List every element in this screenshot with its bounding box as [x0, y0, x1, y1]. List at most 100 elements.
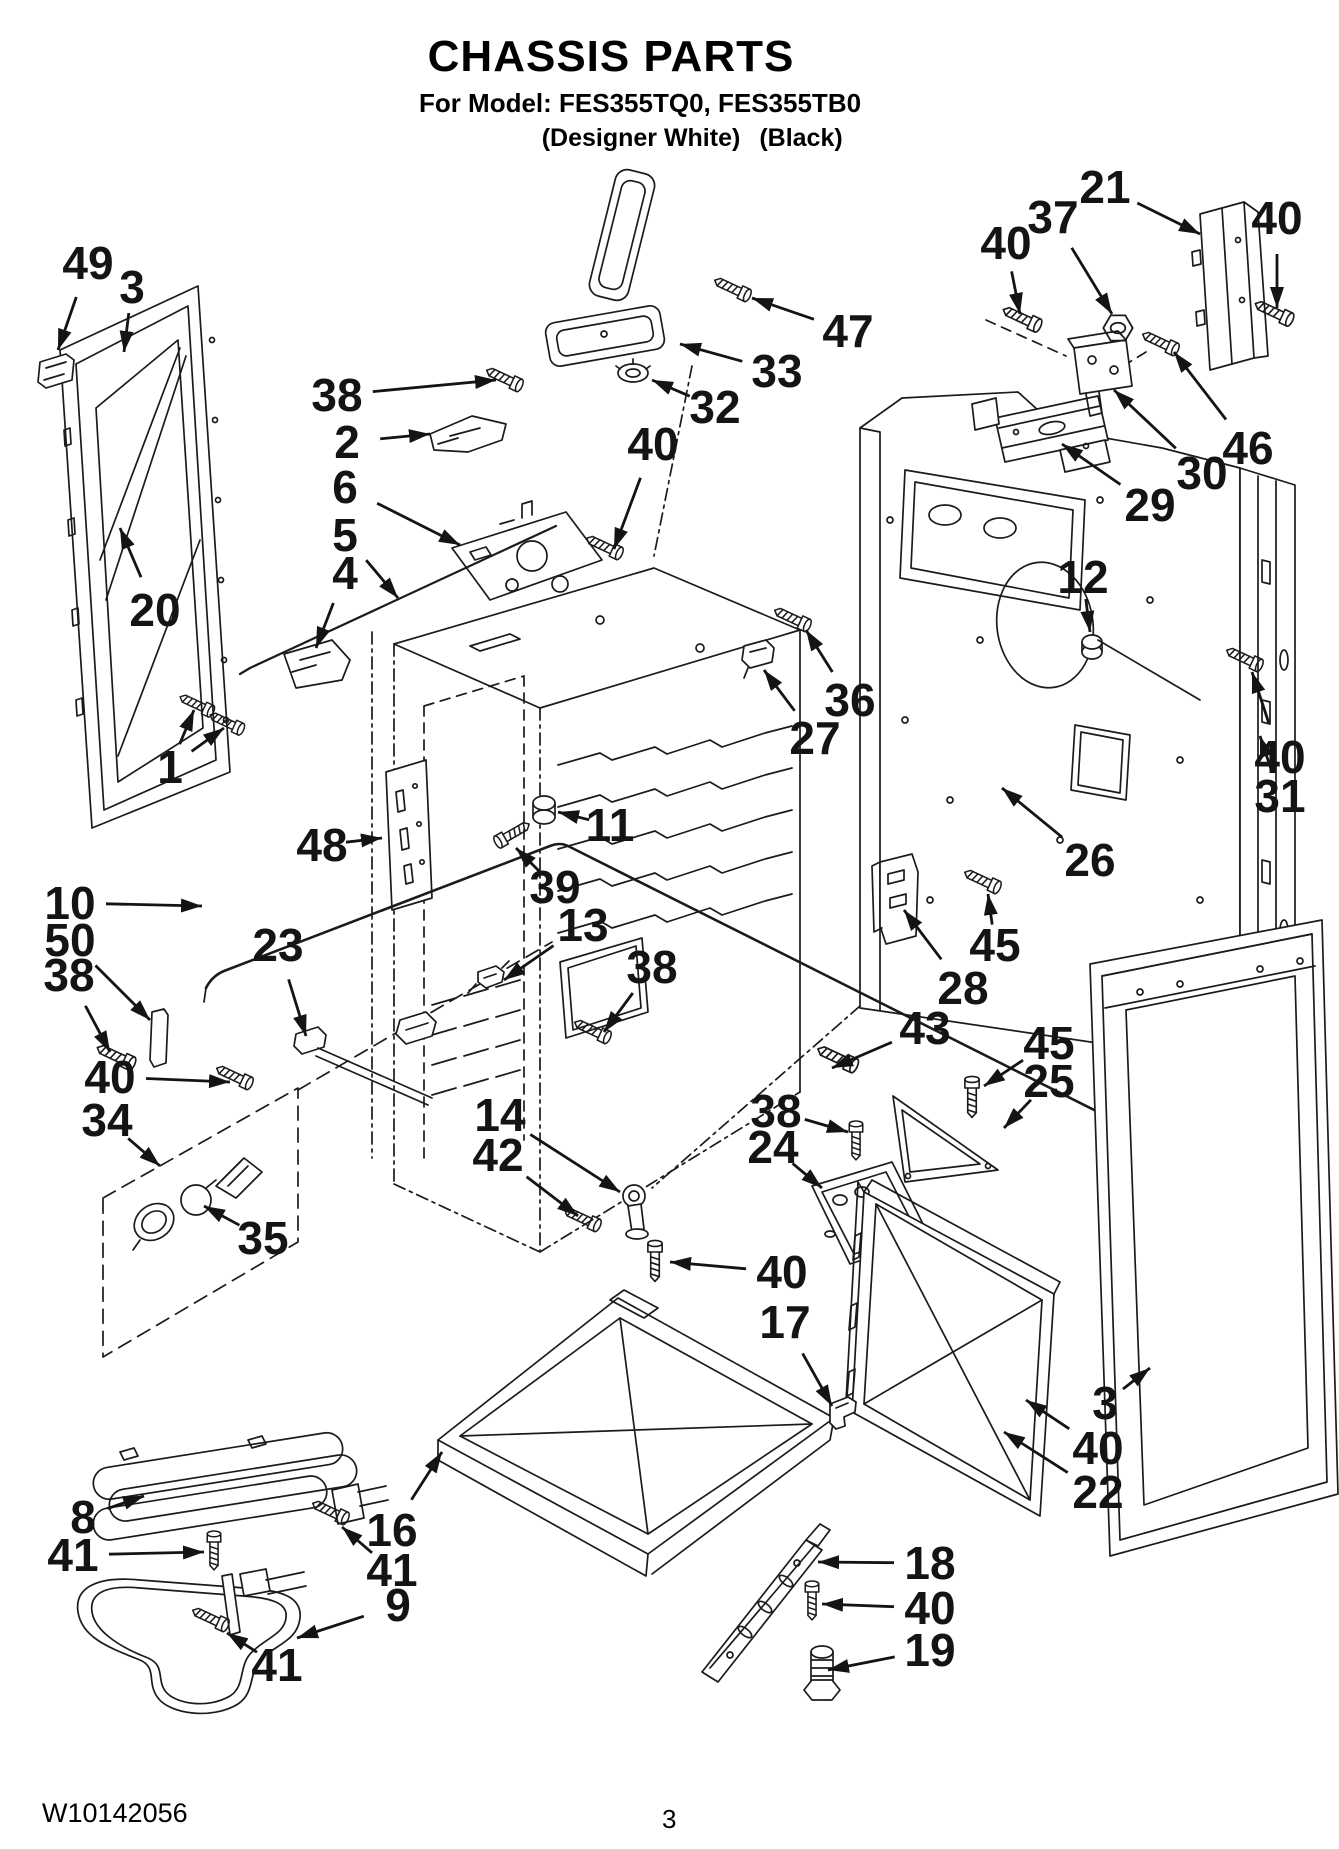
left-side-panel [37, 285, 231, 829]
callout-11-27: 11 [557, 799, 634, 851]
callout-number: 19 [904, 1624, 955, 1676]
callout-41-60: 41 [226, 1631, 303, 1691]
leader-arrow [1122, 1366, 1151, 1391]
callout-40-47: 40 [669, 1246, 808, 1298]
callout-number: 30 [1176, 447, 1227, 499]
callout-8-56: 8 [70, 1491, 145, 1543]
callout-46-17: 46 [1172, 351, 1274, 474]
leader-arrow [94, 964, 151, 1021]
callout-28-39: 28 [902, 909, 989, 1014]
leader-arrow [831, 1040, 893, 1070]
callout-49-0: 49 [56, 237, 114, 351]
callout-29-19: 29 [1061, 442, 1176, 531]
anti-tip-bracket-21 [1191, 201, 1269, 371]
leader-arrow [669, 1256, 747, 1271]
leader-arrow [983, 893, 998, 925]
callout-number: 8 [70, 1491, 96, 1543]
screw-45-b [964, 1075, 980, 1119]
leader-arrow [515, 847, 541, 873]
callout-number: 4 [332, 547, 358, 599]
leader-arrow [1002, 1098, 1033, 1129]
callout-number: 2 [334, 416, 360, 468]
leader-arrow [1250, 671, 1271, 724]
leader-arrow [1061, 442, 1122, 486]
model-line: For Model: FES355TQ0, FES355TB0 [418, 88, 862, 118]
callout-number: 32 [689, 381, 740, 433]
callout-number: 31 [1254, 770, 1305, 822]
callout-number: 28 [937, 962, 988, 1014]
callout-number: 34 [81, 1094, 133, 1146]
leader-arrow [341, 1525, 373, 1554]
grommet-12 [1081, 634, 1201, 701]
callout-19-55: 19 [827, 1624, 956, 1676]
leader-arrow [1009, 271, 1023, 315]
callout-number: 40 [1072, 1422, 1123, 1474]
callout-number: 49 [62, 237, 113, 289]
leader-arrow [106, 1494, 145, 1510]
leader-arrow [56, 296, 78, 351]
leader-arrow [1001, 786, 1063, 839]
callout-17-48: 17 [759, 1296, 834, 1407]
callout-5-7: 5 [332, 509, 400, 599]
callout-number: 41 [366, 1544, 417, 1596]
thermostat-6 [451, 500, 603, 601]
callout-number: 33 [751, 345, 802, 397]
leader-arrow [1113, 388, 1177, 450]
leader-arrow [410, 1451, 444, 1501]
screw-36 [771, 603, 814, 634]
hinge-pin-14 [622, 1184, 649, 1240]
callout-40-54: 40 [821, 1582, 956, 1634]
spacer-11 [532, 795, 556, 825]
callout-number: 24 [747, 1121, 799, 1173]
oven-sensor-23 [293, 1011, 437, 1106]
leader-arrow [801, 1352, 834, 1407]
screw-47 [711, 273, 754, 304]
callout-47-9: 47 [751, 296, 874, 357]
callout-number: 40 [756, 1246, 807, 1298]
leader-arrow [296, 1614, 365, 1640]
callout-35-37: 35 [203, 1204, 289, 1264]
leader-arrow [145, 1074, 231, 1089]
callout-36-21: 36 [804, 629, 876, 726]
callout-number: 43 [899, 1002, 950, 1054]
callout-number: 6 [332, 461, 358, 513]
callout-number: 48 [296, 819, 347, 871]
callout-50-32: 50 [44, 914, 151, 1021]
callout-number: 38 [43, 949, 94, 1001]
callout-31-24: 31 [1254, 735, 1306, 822]
drawer-rear-panel-22 [845, 1179, 1061, 1517]
callout-number: 46 [1222, 422, 1273, 474]
callout-14-45: 14 [474, 1089, 621, 1194]
frame-trim-10 [203, 842, 1148, 1138]
callout-number: 40 [1251, 192, 1302, 244]
callout-number: 3 [1092, 1377, 1118, 1429]
callout-27-22: 27 [762, 669, 841, 764]
callout-number: 40 [980, 217, 1031, 269]
callout-41-58: 41 [341, 1525, 418, 1596]
screw-38-top [483, 363, 526, 394]
latch-plate-48 [385, 759, 433, 911]
leader-arrow [119, 312, 134, 353]
leader-arrow [376, 501, 461, 547]
leader-arrow [902, 909, 943, 961]
screw-41-c [189, 1603, 232, 1634]
callout-number: 45 [969, 919, 1020, 971]
callout-23-34: 23 [252, 919, 308, 1037]
leader-arrow [84, 1005, 112, 1053]
bracket-2 [429, 415, 507, 453]
leader-arrow [108, 1545, 205, 1560]
callout-34-36: 34 [81, 1094, 161, 1168]
vent-tub-emboss [899, 469, 1086, 611]
callout-40-15: 40 [980, 217, 1032, 315]
callout-26-25: 26 [1001, 786, 1116, 886]
callout-40-12: 40 [612, 418, 679, 550]
callout-41-57: 41 [47, 1529, 205, 1581]
callout-3-50: 3 [1092, 1366, 1151, 1429]
leader-arrow [817, 1555, 895, 1570]
callout-number: 38 [750, 1085, 801, 1137]
light-bulb-35 [180, 1179, 217, 1216]
leader-arrow [1258, 735, 1274, 773]
leader-arrow [203, 1204, 241, 1227]
